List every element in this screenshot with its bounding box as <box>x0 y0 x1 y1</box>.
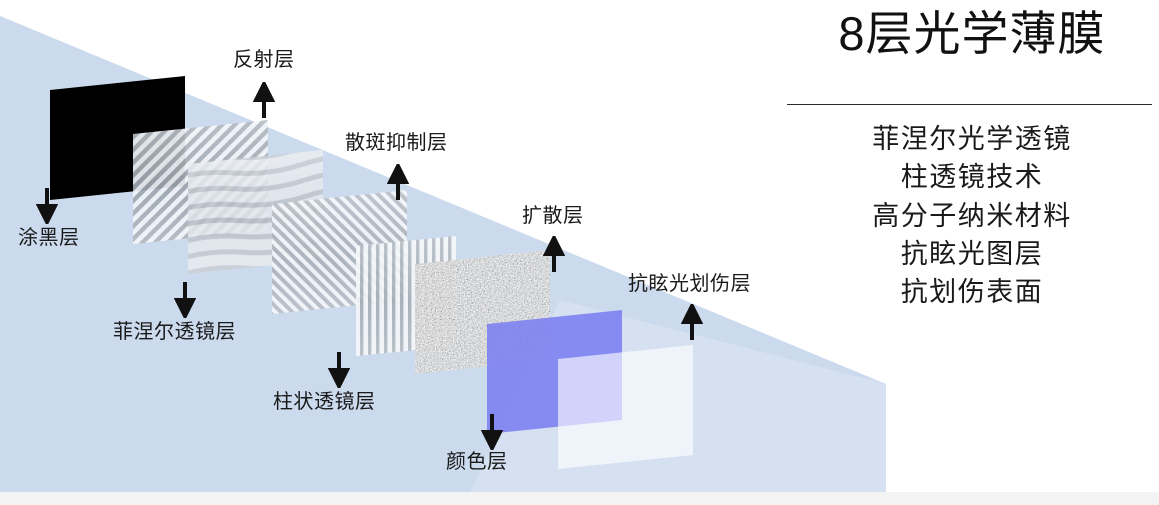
label-lenticular: 柱状透镜层 <box>273 391 376 413</box>
arrow-up-reflect <box>253 82 275 118</box>
info-panel: 8层光学薄膜 菲涅尔光学透镜 柱透镜技术 高分子纳米材料 抗眩光图层 抗划伤表面 <box>780 0 1159 340</box>
label-diffuse: 扩散层 <box>522 205 584 227</box>
label-reflect: 反射层 <box>233 49 295 71</box>
label-black: 涂黑层 <box>18 227 80 249</box>
list-item: 菲涅尔光学透镜 <box>872 124 1072 154</box>
list-item: 抗划伤表面 <box>900 277 1044 308</box>
layer-plates <box>50 76 693 469</box>
arrow-up-diffuse <box>543 236 565 272</box>
arrow-down-lenticular <box>328 352 350 388</box>
arrow-down-fresnel <box>174 282 196 318</box>
arrow-down-black <box>36 188 58 224</box>
list-item: 高分子纳米材料 <box>872 200 1072 231</box>
feature-list: 菲涅尔光学透镜 柱透镜技术 高分子纳米材料 抗眩光图层 抗划伤表面 <box>785 120 1159 312</box>
bottom-strip <box>0 492 1159 505</box>
label-color: 颜色层 <box>446 451 508 473</box>
list-item: 抗眩光图层 <box>900 238 1044 269</box>
title-divider <box>787 104 1152 105</box>
label-speckle: 散斑抑制层 <box>345 132 448 154</box>
list-item: 柱透镜技术 <box>900 162 1044 193</box>
arrow-down-color <box>481 414 503 450</box>
arrow-up-antiglare <box>681 304 703 340</box>
plate-antiglare <box>558 345 693 469</box>
arrow-up-speckle <box>387 164 409 200</box>
label-antiglare: 抗眩光划伤层 <box>628 273 751 295</box>
label-fresnel: 菲涅尔透镜层 <box>113 321 236 343</box>
page-title: 8层光学薄膜 <box>838 7 1106 60</box>
